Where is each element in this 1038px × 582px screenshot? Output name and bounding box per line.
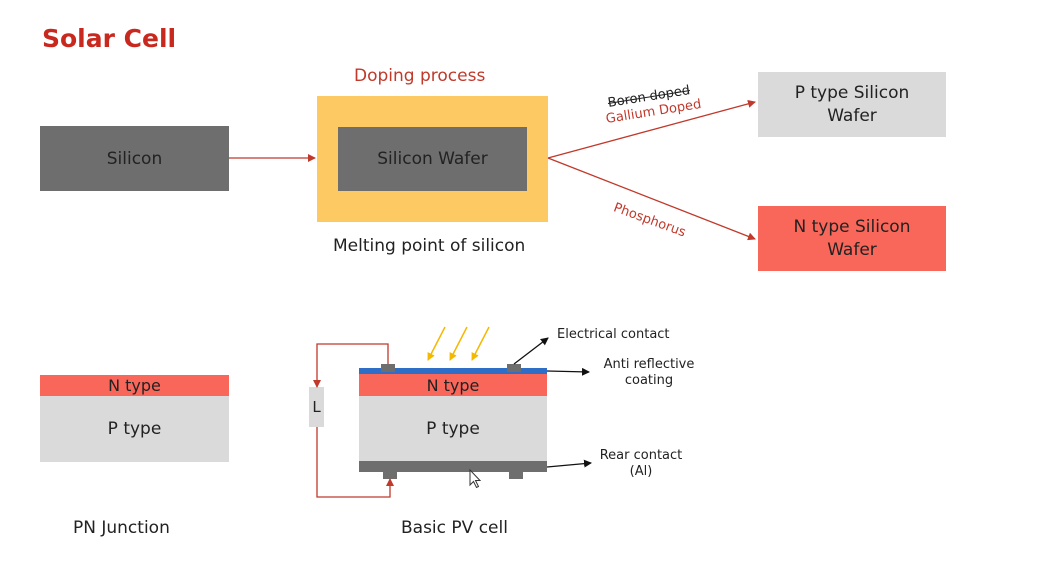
pointer-rear-contact [546, 459, 592, 468]
page-title: Solar Cell [42, 24, 177, 53]
pointer-anti-reflective [546, 367, 590, 376]
basic-pv-cell-label: Basic PV cell [401, 518, 508, 538]
p-type-wafer-label-line2: Wafer [827, 105, 877, 126]
sun-ray-2 [449, 326, 468, 361]
n-type-wafer-label-line1: N type Silicon [793, 216, 911, 237]
silicon-label: Silicon [106, 148, 163, 169]
silicon-box: Silicon [40, 126, 229, 191]
pn-n-type-layer: N type [40, 375, 229, 396]
sun-ray-3 [471, 326, 490, 361]
rear-contact-label-line1: Rear contact [599, 448, 683, 463]
anti-reflective-label-line1: Anti reflective [603, 357, 695, 372]
pn-n-type-label: N type [108, 376, 161, 395]
pn-p-type-label: P type [107, 419, 162, 439]
front-contact-right [507, 364, 521, 372]
arrow-to-p-type-wafer [547, 99, 756, 159]
anti-reflective-label-line2: coating [624, 373, 674, 388]
sun-ray-1 [427, 326, 446, 361]
rear-contact-left [383, 471, 397, 479]
pv-n-type-layer: N type [359, 374, 547, 396]
rear-contact-label: Rear contact (Al) [598, 448, 684, 480]
electrical-contact-label: Electrical contact [557, 327, 670, 342]
circuit-wire-bottom [316, 427, 394, 498]
pointer-electrical-contact [513, 337, 549, 365]
front-contact-left [381, 364, 395, 372]
pv-n-type-label: N type [426, 375, 480, 395]
anti-reflective-coating-layer [359, 368, 547, 374]
n-type-wafer-label-line2: Wafer [827, 239, 877, 260]
load-resistor: L [309, 387, 324, 427]
pn-p-type-layer: P type [40, 396, 229, 462]
p-type-wafer-label-line1: P type Silicon [794, 82, 910, 103]
arrow-to-n-type-wafer [547, 157, 756, 241]
n-type-wafer-box: N type Silicon Wafer [758, 206, 946, 271]
rear-contact-layer [359, 461, 547, 472]
circuit-wire-top [313, 343, 389, 388]
silicon-wafer-box: Silicon Wafer [338, 127, 527, 191]
silicon-wafer-label: Silicon Wafer [377, 149, 488, 169]
melting-point-label: Melting point of silicon [333, 236, 526, 256]
pv-p-type-label: P type [426, 418, 480, 439]
p-type-wafer-box: P type Silicon Wafer [758, 72, 946, 137]
load-label: L [312, 398, 321, 416]
anti-reflective-label: Anti reflective coating [601, 357, 697, 389]
pv-p-type-layer: P type [359, 396, 547, 461]
mouse-cursor-icon [469, 468, 482, 489]
pn-junction-label: PN Junction [73, 518, 170, 538]
rear-contact-right [509, 471, 523, 479]
doping-process-label: Doping process [354, 66, 486, 86]
rear-contact-label-line2: (Al) [629, 464, 653, 479]
